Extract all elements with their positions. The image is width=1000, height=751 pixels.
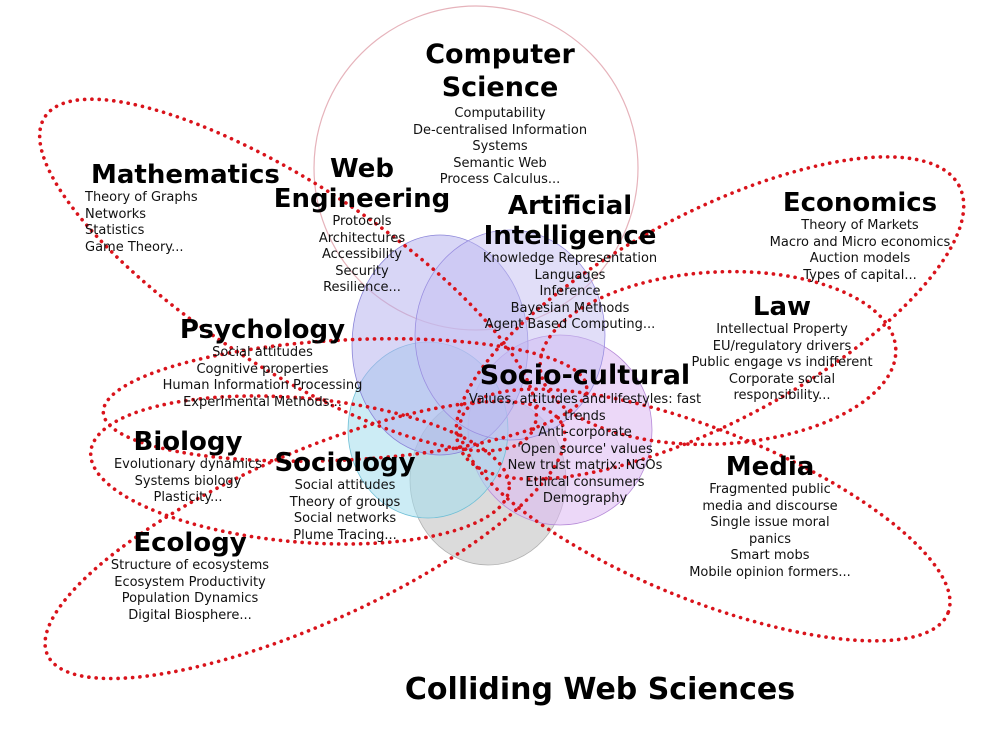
list-item: Fragmented public xyxy=(709,482,831,497)
item-list: Computability De-centralised Information… xyxy=(392,106,608,189)
list-item: Mobile opinion formers... xyxy=(689,564,851,580)
list-item: Theory of Graphs xyxy=(85,190,198,205)
discipline-title: Sociology xyxy=(274,448,416,478)
list-item: De-centralised Information xyxy=(412,122,588,138)
list-item: trends xyxy=(564,408,606,424)
list-item: Smart mobs xyxy=(730,548,810,563)
list-item: Population Dynamics xyxy=(121,591,259,606)
list-item: Ecosystem Productivity xyxy=(114,574,266,590)
list-item: Knowledge Representation xyxy=(482,251,658,266)
list-item: Semantic Web xyxy=(453,155,547,171)
list-item: Resilience... xyxy=(323,280,401,295)
list-item: Public engage vs indifferent xyxy=(691,355,873,370)
list-item: Social networks xyxy=(293,511,397,526)
discipline-title: Law xyxy=(752,292,812,322)
list-item: 'Open source' values xyxy=(517,441,653,457)
list-item: Values, attitudes and lifestyles: fast xyxy=(468,392,702,407)
list-item: Networks xyxy=(85,206,147,222)
ellipse-law xyxy=(538,269,898,447)
discipline-media: Media Fragmented public media and discou… xyxy=(670,452,870,581)
list-item: Computability xyxy=(454,106,546,121)
list-item: Game Theory... xyxy=(85,239,184,255)
list-item: Theory of Markets xyxy=(801,218,919,233)
discipline-mathematics: Mathematics Theory of Graphs Networks St… xyxy=(85,160,285,256)
list-item: Security xyxy=(335,263,389,279)
list-item: Theory of groups xyxy=(289,494,401,510)
list-item: Auction models xyxy=(809,251,911,266)
discipline-title: Psychology xyxy=(179,315,346,345)
discipline-title: Biology xyxy=(133,427,243,457)
discipline-title: Mathematics xyxy=(91,160,280,190)
ellipse-ecology xyxy=(43,399,567,681)
list-item: Anti-corporate xyxy=(538,425,632,440)
list-item: Plasticity... xyxy=(153,490,223,505)
discipline-title: Ecology xyxy=(133,528,247,558)
diagram-title: Colliding Web Sciences xyxy=(404,672,796,707)
list-item: Cognitive properties xyxy=(196,361,329,377)
list-item: New trust matrix: NGOs xyxy=(507,458,663,473)
list-item: Single issue moral xyxy=(710,515,830,530)
list-item: Macro and Micro economics xyxy=(769,234,951,250)
list-item: Architectures xyxy=(318,230,406,246)
blob-purple xyxy=(414,229,606,441)
list-item: Plume Tracing... xyxy=(293,527,397,543)
list-item: Human Information Processing xyxy=(162,378,363,393)
list-item: media and discourse xyxy=(702,498,838,514)
list-item: Agent Based Computing... xyxy=(484,317,656,332)
discipline-law: Law Intellectual Property EU/regulatory … xyxy=(672,292,892,405)
list-item: Ethical consumers xyxy=(525,474,645,490)
list-item: responsibility... xyxy=(733,388,831,403)
ellipse-media xyxy=(458,387,952,643)
list-item: Corporate social xyxy=(728,371,836,387)
list-item: Social attitudes xyxy=(294,478,396,493)
discipline-socio-cultural: Socio-cultural Values, attitudes and lif… xyxy=(460,359,710,508)
list-item: panics xyxy=(749,531,791,547)
list-item: Inference xyxy=(539,284,601,299)
list-item: Experimental Methods... xyxy=(183,394,342,410)
list-item: Process Calculus... xyxy=(439,172,561,187)
discipline-title: Media xyxy=(725,452,815,482)
list-item: Statistics xyxy=(85,223,145,238)
discipline-title: Economics xyxy=(782,188,938,218)
ellipse-economics-diagonal xyxy=(454,155,966,481)
discipline-title: Socio-cultural xyxy=(479,360,691,391)
list-item: Bayesian Methods xyxy=(510,300,630,316)
list-item: EU/regulatory drivers xyxy=(712,338,852,354)
list-item: Demography xyxy=(542,491,628,506)
ellipse-biology xyxy=(88,394,512,546)
list-item: Accessibility xyxy=(322,247,402,262)
ellipse-psychology xyxy=(101,336,589,464)
discipline-sociology: Sociology Social attitudes Theory of gro… xyxy=(270,448,420,544)
list-item: Types of capital... xyxy=(803,267,917,283)
list-item: Social attitudes xyxy=(212,345,313,360)
list-item: Evolutionary dynamics xyxy=(113,457,263,472)
list-item: Digital Biosphere... xyxy=(128,607,252,623)
list-item: Languages xyxy=(534,267,606,283)
list-item: Intellectual Property xyxy=(716,322,848,337)
list-item: Structure of ecosystems xyxy=(110,558,270,573)
list-item: Systems xyxy=(472,139,528,154)
list-item: Protocols xyxy=(332,214,392,229)
discipline-economics: Economics Theory of Markets Macro and Mi… xyxy=(745,188,975,284)
list-item: Systems biology xyxy=(134,473,242,489)
discipline-psychology: Psychology Social attitudes Cognitive pr… xyxy=(150,315,375,411)
discipline-biology: Biology Evolutionary dynamics Systems bi… xyxy=(102,427,274,507)
discipline-ecology: Ecology Structure of ecosystems Ecosyste… xyxy=(100,528,280,624)
